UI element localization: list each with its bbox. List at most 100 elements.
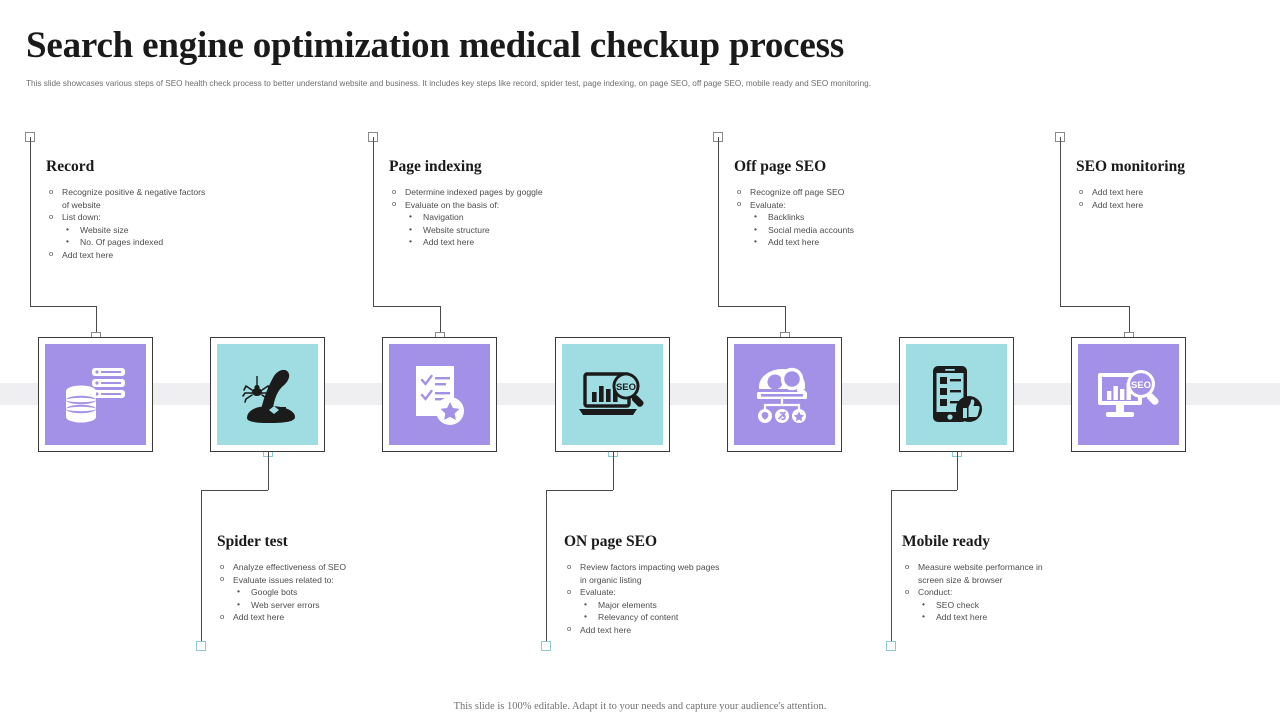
step-block-mobile-ready: Mobile ready Measure website performance… — [902, 533, 1043, 624]
step-item-text: Web server errors — [251, 599, 320, 610]
connector-handle-mobile-ready[interactable] — [886, 641, 896, 651]
connector-line-off-page-seo-vertical — [718, 137, 719, 306]
step-item: Measure website performance in screen siz… — [902, 560, 1043, 586]
connector-line-page-indexing-horizontal — [373, 306, 440, 307]
step-item: Analyze effectiveness of SEO — [217, 561, 346, 574]
step-item-cont: of website — [62, 199, 101, 210]
step-item: Determine indexed pages by goggle — [389, 186, 543, 199]
step-item-text: Evaluate on the basis of: — [405, 199, 500, 210]
step-item-text: Review factors impacting web pages — [580, 562, 720, 572]
step-block-spider-test: Spider test Analyze effectiveness of SEO… — [217, 533, 346, 624]
step-item-text: Add text here — [423, 237, 475, 248]
icon-tile-off-page-seo[interactable] — [727, 337, 842, 452]
step-item-text: Determine indexed pages by goggle — [405, 187, 543, 197]
connector-line-on-page-seo-horizontal — [546, 490, 613, 491]
step-block-page-indexing: Page indexing Determine indexed pages by… — [389, 158, 543, 249]
step-item-text: Social media accounts — [768, 224, 854, 235]
icon-tile-spider-test[interactable] — [210, 337, 325, 452]
step-heading: Off page SEO — [734, 158, 827, 175]
step-item: Web server errors — [217, 598, 346, 612]
footer-note: This slide is 100% editable. Adapt it to… — [453, 701, 827, 712]
step-item: Evaluate: — [564, 586, 719, 599]
connector-line-page-indexing-drop — [439, 306, 441, 337]
step-item: List down: — [46, 211, 205, 224]
step-item-text: Add text here — [936, 612, 988, 623]
step-item: Add text here — [389, 235, 543, 249]
step-item: Add text here — [46, 248, 205, 262]
step-item: Evaluate on the basis of: — [389, 198, 543, 212]
step-heading: Mobile ready — [902, 533, 990, 550]
step-block-seo-monitoring: SEO monitoring Add text hereAdd text her… — [1076, 158, 1185, 211]
step-list: Recognize positive & negative factors of … — [46, 185, 206, 262]
svg-text:SEO: SEO — [1130, 380, 1150, 391]
step-item-text: No. Of pages indexed — [80, 237, 164, 248]
step-item: Backlinks — [734, 210, 854, 224]
step-item: Conduct: — [902, 586, 1043, 599]
svg-text:SEO: SEO — [615, 382, 635, 393]
connector-line-mobile-ready-rise — [956, 452, 958, 490]
step-item-text: Analyze effectiveness of SEO — [233, 562, 347, 572]
step-heading: SEO monitoring — [1076, 158, 1185, 175]
laptop-seo-magnifier-icon: SEO — [562, 344, 663, 445]
connector-line-on-page-seo-vertical — [546, 490, 547, 646]
connector-line-seo-monitoring-drop — [1128, 306, 1130, 337]
step-item: Social media accounts — [734, 223, 854, 237]
step-item: Relevancy of content — [564, 610, 719, 624]
step-item-text: Major elements — [598, 599, 657, 610]
step-item: Website size — [46, 223, 205, 237]
step-item-cont: screen size & browser — [918, 574, 1003, 585]
step-item: Evaluate issues related to: — [217, 573, 346, 587]
step-item-text: Evaluate issues related to: — [233, 574, 334, 585]
step-item-text: Google bots — [251, 587, 298, 598]
step-item: No. Of pages indexed — [46, 235, 205, 249]
connector-line-seo-monitoring-vertical — [1060, 137, 1061, 306]
step-item-text: Add text here — [1092, 187, 1144, 197]
step-item-text: Add text here — [580, 624, 632, 635]
step-item: Evaluate: — [734, 198, 854, 212]
icon-tile-seo-monitoring[interactable]: SEO — [1071, 337, 1186, 452]
step-item: Major elements — [564, 598, 719, 612]
connector-line-spider-test-rise — [267, 452, 269, 490]
connector-line-on-page-seo-rise — [612, 452, 614, 490]
step-heading: Record — [46, 158, 95, 175]
connector-line-seo-monitoring-horizontal — [1060, 306, 1129, 307]
step-item: Recognize off page SEO — [734, 186, 854, 199]
offpage-network-magnifier-icon — [734, 344, 835, 445]
connector-line-record-vertical — [30, 137, 31, 306]
database-records-icon — [45, 344, 146, 445]
step-item-text: Recognize off page SEO — [750, 187, 845, 197]
icon-tile-record[interactable] — [38, 337, 153, 452]
witch-hat-spider-icon — [217, 344, 318, 445]
step-heading: ON page SEO — [564, 533, 658, 550]
connector-line-record-drop — [95, 306, 97, 337]
checklist-star-icon — [389, 344, 490, 445]
step-list: Add text hereAdd text here — [1076, 186, 1185, 211]
icon-tile-on-page-seo[interactable]: SEO — [555, 337, 670, 452]
step-item-text: Evaluate: — [580, 587, 616, 598]
step-item-text: Recognize positive & negative factors — [62, 187, 206, 197]
step-item-text: Website size — [80, 224, 129, 235]
icon-tile-mobile-ready[interactable] — [899, 337, 1014, 452]
step-item: Google bots — [217, 585, 346, 599]
connector-line-mobile-ready-horizontal — [891, 490, 957, 491]
step-item-text: Add text here — [62, 249, 114, 260]
page-subtitle: This slide showcases various steps of SE… — [26, 79, 871, 88]
step-list: Recognize off page SEOEvaluate:Backlinks… — [734, 186, 854, 249]
page-title: Search engine optimization medical check… — [26, 25, 845, 66]
icon-tile-page-indexing[interactable] — [382, 337, 497, 452]
step-item: Add text here — [902, 610, 1043, 624]
step-list: Determine indexed pages by goggleEvaluat… — [389, 186, 543, 249]
connector-line-record-horizontal — [30, 306, 96, 307]
connector-handle-spider-test[interactable] — [196, 641, 206, 651]
step-item-text: Measure website performance in — [918, 562, 1043, 572]
step-item-text: Add text here — [1092, 199, 1144, 210]
connector-handle-on-page-seo[interactable] — [541, 641, 551, 651]
step-item: Add text here — [1076, 198, 1185, 212]
step-item-text: Conduct: — [918, 587, 953, 598]
step-item: Add text here — [734, 235, 854, 249]
step-item: Add text here — [564, 623, 719, 637]
step-item: Navigation — [389, 210, 543, 224]
step-item-text: Relevancy of content — [598, 612, 679, 623]
step-item-text: Website structure — [423, 224, 490, 235]
